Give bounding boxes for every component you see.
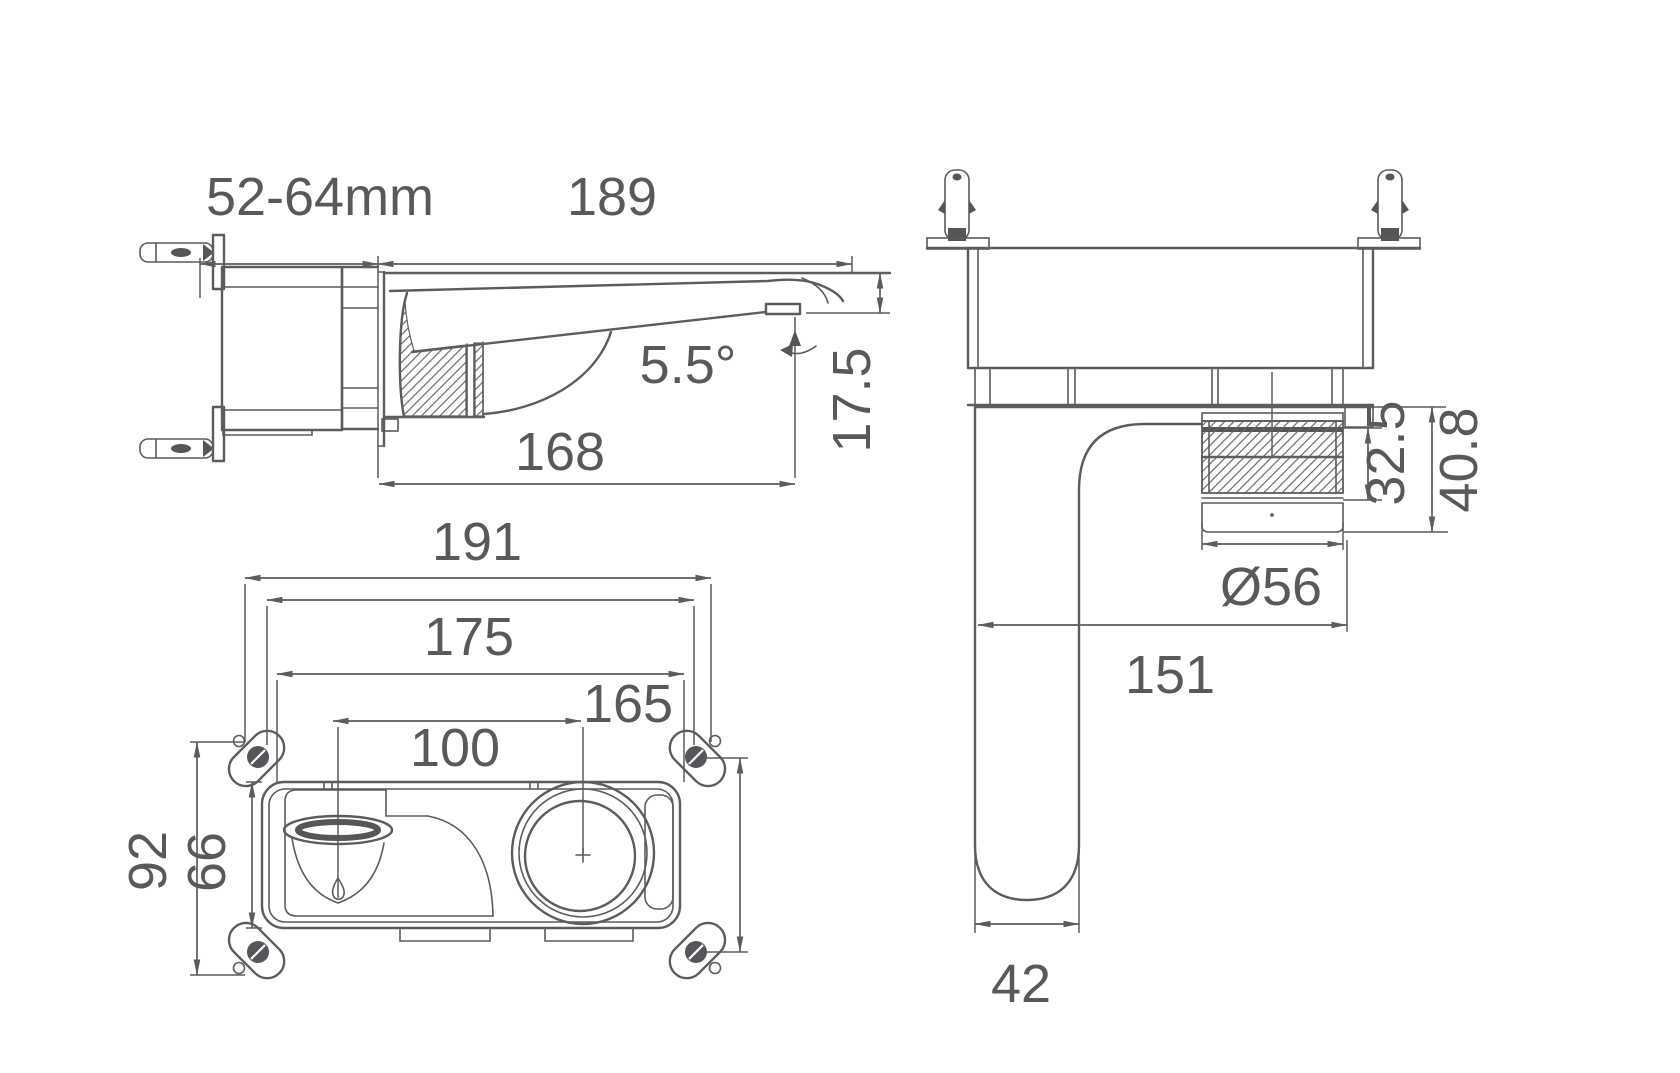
outlet-assembly — [282, 727, 494, 917]
dim-label-191: 191 — [432, 512, 522, 572]
faucet-body — [973, 405, 1375, 933]
dimension-175: 175 — [266, 596, 695, 745]
dimension-40-8: 40.8 — [1343, 406, 1489, 533]
dimension-151: 151 — [977, 540, 1348, 705]
ear-screws — [232, 734, 722, 975]
handle — [1200, 372, 1345, 533]
dim-label-175: 175 — [424, 607, 514, 667]
dimension-165: 165 — [276, 670, 685, 782]
dim-label-40-8: 40.8 — [1429, 407, 1489, 512]
dim-label-17-5: 17.5 — [822, 347, 882, 452]
drop-icon — [331, 876, 345, 901]
trim-strip — [966, 366, 1375, 407]
wall-trim-plate — [377, 256, 399, 478]
rough-in-box — [260, 780, 682, 942]
dim-label-wall-range: 52-64mm — [206, 167, 434, 227]
dimension-screw-centres — [706, 757, 748, 953]
mounting-ear — [668, 921, 727, 980]
dim-label-189: 189 — [567, 167, 657, 227]
dimension-42: 42 — [974, 920, 1080, 1014]
mounting-screw-icon — [139, 242, 214, 263]
fixing-pin-icon — [1357, 169, 1421, 250]
mounting-screw-icon — [139, 438, 214, 459]
dimension-angle: 5.5° — [640, 335, 737, 395]
dim-label-92: 92 — [118, 831, 178, 891]
dim-label-66: 66 — [177, 832, 237, 892]
dimension-100: 100 — [332, 717, 582, 778]
mounting-ear — [227, 729, 286, 788]
dim-label-165: 165 — [583, 674, 673, 734]
dim-label-dia-56: Ø56 — [1220, 557, 1322, 617]
cartridge-housing — [510, 727, 656, 926]
angle-indicator — [780, 317, 817, 478]
dimension-168: 168 — [378, 422, 796, 488]
dimension-32-5: 32.5 — [1343, 400, 1416, 506]
dimension-dia-56: Ø56 — [1201, 522, 1344, 617]
side-view: 52-64mm 189 168 5.5° 17.5 — [139, 167, 892, 488]
dimension-189: 189 — [377, 167, 853, 274]
rough-in-view: 191 175 165 100 92 66 — [118, 512, 748, 980]
dimension-17-5: 17.5 — [806, 272, 890, 453]
dimension-52-64: 52-64mm — [199, 167, 434, 298]
dim-label-angle: 5.5° — [640, 335, 737, 395]
mounting-ear — [227, 921, 286, 980]
mounting-ear — [668, 729, 727, 788]
dim-label-32-5: 32.5 — [1356, 400, 1416, 505]
spout-profile — [382, 271, 892, 419]
knurl-hatch — [399, 301, 467, 417]
inwall-body — [220, 265, 380, 436]
dim-label-42: 42 — [991, 954, 1051, 1014]
fixing-pin-icon — [926, 169, 990, 250]
dimension-191: 191 — [244, 512, 712, 742]
dim-label-100: 100 — [410, 718, 500, 778]
inwall-box — [925, 246, 1422, 370]
dimension-66: 66 — [177, 781, 262, 929]
dim-label-151: 151 — [1125, 645, 1215, 705]
dimension-92: 92 — [118, 741, 245, 976]
dim-label-168: 168 — [515, 422, 605, 482]
front-view: Ø56 151 42 32.5 40.8 — [925, 169, 1489, 1014]
